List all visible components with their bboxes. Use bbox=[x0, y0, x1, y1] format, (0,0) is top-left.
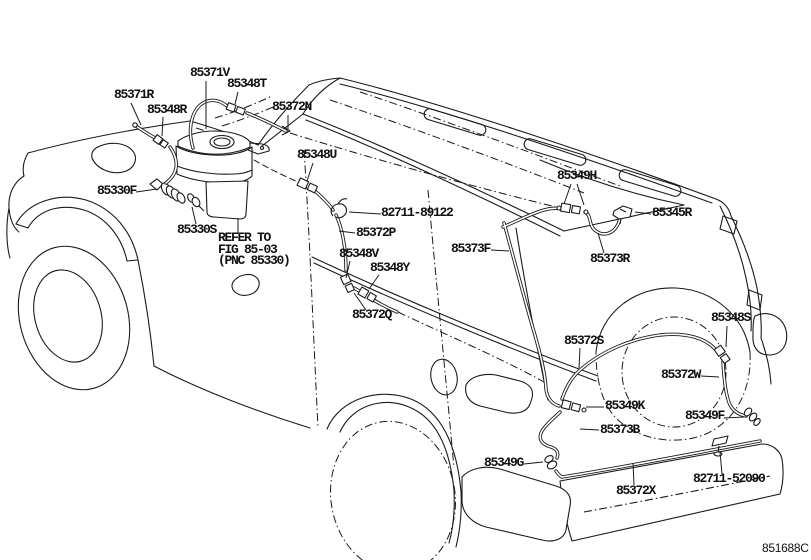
part-callout-85348Y[interactable]: 85348Y bbox=[370, 260, 410, 275]
part-callout-85373F[interactable]: 85373F bbox=[451, 241, 491, 256]
part-callout-85372Q[interactable]: 85372Q bbox=[352, 307, 392, 322]
vehicle-body-outline bbox=[6, 77, 788, 548]
part-callout-85372N[interactable]: 85372N bbox=[272, 99, 312, 114]
callout-leader-lines bbox=[130, 81, 745, 486]
part-callout-85345R[interactable]: 85345R bbox=[652, 205, 692, 220]
part-callout-85371R[interactable]: 85371R bbox=[114, 87, 154, 102]
reference-note-line-3: (PNC 85330) bbox=[218, 253, 291, 268]
hose-connectors bbox=[132, 102, 761, 470]
part-callout-85372X[interactable]: 85372X bbox=[616, 483, 656, 498]
part-callout-85348U[interactable]: 85348U bbox=[297, 147, 337, 162]
reference-note-line-1: REFER TO bbox=[218, 230, 271, 245]
part-callout-85349F[interactable]: 85349F bbox=[685, 408, 725, 423]
underbody-hose-hidden-run bbox=[397, 311, 545, 383]
spare-tire-inner bbox=[621, 316, 727, 428]
washer-reservoir-drawing bbox=[175, 130, 270, 220]
washer-pump-drawing bbox=[149, 178, 186, 204]
part-callout-85372P[interactable]: 85372P bbox=[356, 225, 396, 240]
reference-note-line-2: FIG 85-03 bbox=[218, 241, 278, 257]
part-callout-85373B[interactable]: 85373B bbox=[600, 422, 640, 437]
part-callout-85349H[interactable]: 85349H bbox=[557, 168, 597, 183]
washer-grommet-drawing bbox=[187, 193, 205, 212]
part-callout-85372S[interactable]: 85372S bbox=[564, 333, 604, 348]
part-callout-85348V[interactable]: 85348V bbox=[339, 246, 379, 261]
part-callout-82711-52090[interactable]: 82711-52090 bbox=[693, 471, 766, 486]
part-callout-85348S[interactable]: 85348S bbox=[711, 310, 751, 325]
part-callout-85373R[interactable]: 85373R bbox=[590, 251, 630, 266]
part-callout-85372W[interactable]: 85372W bbox=[661, 367, 701, 382]
part-callout-85371V[interactable]: 85371V bbox=[190, 65, 230, 80]
part-callout-85330S[interactable]: 85330S bbox=[177, 222, 217, 237]
part-callout-85330F[interactable]: 85330F bbox=[97, 183, 137, 198]
part-callout-85349K[interactable]: 85349K bbox=[605, 398, 645, 413]
part-callout-82711-89122[interactable]: 82711-89122 bbox=[381, 205, 454, 220]
reference-note: REFER TO FIG 85-03 (PNC 85330) bbox=[218, 230, 291, 268]
part-callout-85348T[interactable]: 85348T bbox=[227, 76, 267, 91]
rear-bumper-drawing bbox=[461, 443, 784, 542]
part-callout-85349G[interactable]: 85349G bbox=[484, 455, 524, 470]
figure-code: 851688C bbox=[762, 541, 809, 555]
washer-hoses bbox=[134, 98, 762, 479]
part-callout-85348R[interactable]: 85348R bbox=[147, 102, 187, 117]
